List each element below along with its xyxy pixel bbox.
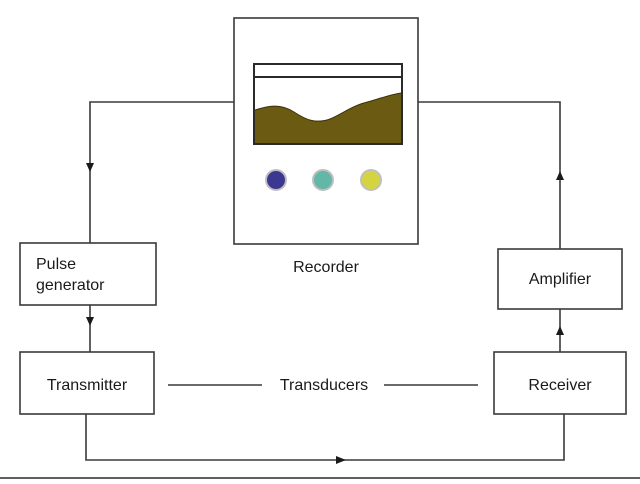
amplifier-box [497, 248, 623, 310]
recorder-label: Recorder [293, 259, 359, 276]
amplifier: Amplifier [497, 248, 623, 310]
recorder: Recorder [233, 17, 419, 276]
connection-lines [85, 101, 565, 461]
pulse-generator: Pulse generator [19, 242, 157, 306]
down-arrow-icon [86, 317, 94, 326]
transducers-label: Transducers [280, 377, 368, 394]
right-arrow-icon [336, 456, 346, 464]
pulse-generator-box [19, 242, 157, 306]
receiver-label: Receiver [528, 377, 592, 394]
indicator-light-teal [312, 169, 334, 191]
amplifier-to-recorder-line [418, 101, 561, 249]
up-arrow-icon [556, 326, 564, 335]
receiver-box [493, 351, 627, 415]
arrows [86, 163, 564, 464]
recorder-to-pulse-generator-line [89, 101, 234, 243]
transmitter-box [19, 351, 155, 415]
indicator-light-yellow [360, 169, 382, 191]
indicator-light-blue [265, 169, 287, 191]
transmitter: Transmitter [19, 351, 155, 415]
receiver: Receiver [493, 351, 627, 415]
amplifier-label: Amplifier [529, 271, 592, 288]
up-arrow-icon [556, 171, 564, 180]
pulse-generator-label-line1: Pulse [36, 256, 76, 273]
pulse-generator-label-line2: generator [36, 277, 105, 294]
transmitter-to-receiver-bottom-line [85, 414, 565, 461]
transmitter-label: Transmitter [47, 377, 128, 394]
recorder-trace [255, 93, 401, 143]
recorder-trace-edge [254, 92, 402, 122]
down-arrow-icon [86, 163, 94, 172]
